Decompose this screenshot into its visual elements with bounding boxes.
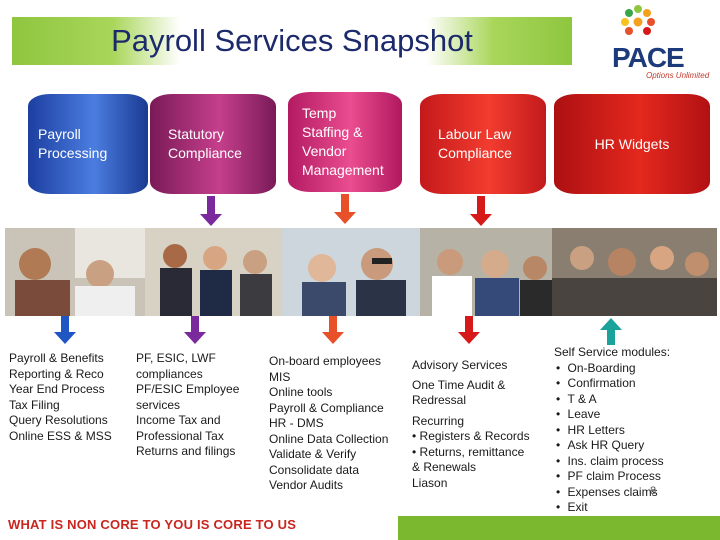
footer-tagline: WHAT IS NON CORE TO YOU IS CORE TO US [8,517,297,532]
employee-photo-image [145,228,282,316]
list-item: • Confirmation [556,376,636,390]
photo-strip [5,228,717,316]
list-item: services [136,397,181,412]
list-heading: Self Service modules: [554,345,671,359]
logo-tagline: Options Unlimited [646,71,710,80]
list-item: Tax Filing [9,397,60,412]
arrow-down-icon [334,194,356,226]
list-item: • Exit [556,500,588,514]
list-item: • T & A [556,391,597,406]
list-item: • Expenses claims [556,484,658,499]
statutory-compliance-list: PF, ESIC, LWF compliances PF/ESIC Employ… [136,351,239,460]
list-item: On-board employees [269,354,382,368]
arrow-up-icon [600,318,622,345]
arrow-down-icon [200,196,222,226]
list-item: Professional Tax [136,428,224,443]
hr-widgets-list: Self Service modules: • On-Boarding • Co… [554,345,670,516]
list-item: • HR Letters [556,422,625,437]
arrow-down-icon [322,316,344,344]
list-item: • On-Boarding [556,360,636,375]
title-banner: Payroll Services Snapshot [12,17,572,65]
slide-title: Payroll Services Snapshot [111,23,473,58]
arrow-down-icon [458,316,480,344]
list-item: compliances [136,366,203,381]
arrow-down-icon [54,316,76,344]
list-item: Validate & Verify [269,447,357,461]
column-header-hr-widgets: HR Widgets [554,94,710,194]
arrow-down-icon [184,316,206,344]
list-item: Vendor Audits [269,478,344,492]
arrow-down-icon [470,196,492,226]
footer-bar [398,516,720,540]
list-item: Query Resolutions [9,413,108,427]
payroll-processing-list: Payroll & Benefits Reporting & Reco Year… [9,351,112,444]
list-item: HR - DMS [269,416,324,430]
list-item: Redressal [412,393,467,407]
list-item: Year End Process [9,382,105,396]
list-item: Returns and filings [136,444,236,458]
list-item: Online Data Collection [269,431,389,446]
list-item: One Time Audit & [412,377,506,392]
list-item: Recurring [412,413,465,428]
page-number: 8 [650,485,657,497]
list-item: Payroll & Compliance [269,400,384,415]
employee-photo-image [420,228,552,316]
logo-wordmark: PACE [612,42,685,73]
column-header-label: HR Widgets [594,135,670,152]
list-item: Online tools [269,385,333,399]
list-item: Payroll & Benefits [9,351,104,365]
labour-law-list: Advisory Services One Time Audit & Redre… [412,358,530,491]
list-item: MIS [269,369,291,384]
list-item: Advisory Services [412,358,508,372]
list-item: Reporting & Reco [9,366,104,381]
list-item: • Returns, remittance [412,444,525,459]
list-item: Income Tax and [136,413,221,427]
list-item: • Leave [556,407,601,421]
list-item: PF, ESIC, LWF [136,351,216,365]
list-item: • PF claim Process [556,469,661,483]
employee-photo-image [282,228,420,316]
employee-photo-image [5,228,145,316]
list-item: Online ESS & MSS [9,428,112,443]
list-item: & Renewals [412,460,477,474]
list-item: Liason [412,475,448,490]
list-item: Consolidate data [269,462,360,477]
list-item: • Registers & Records [412,429,530,443]
list-item: • Ask HR Query [556,438,645,452]
temp-staffing-list: On-board employees MIS Online tools Payr… [269,354,388,494]
list-item: • Ins. claim process [556,453,664,468]
list-item: PF/ESIC Employee [136,382,240,396]
pace-logo-icon [621,5,655,35]
employee-photo-image [552,228,717,316]
